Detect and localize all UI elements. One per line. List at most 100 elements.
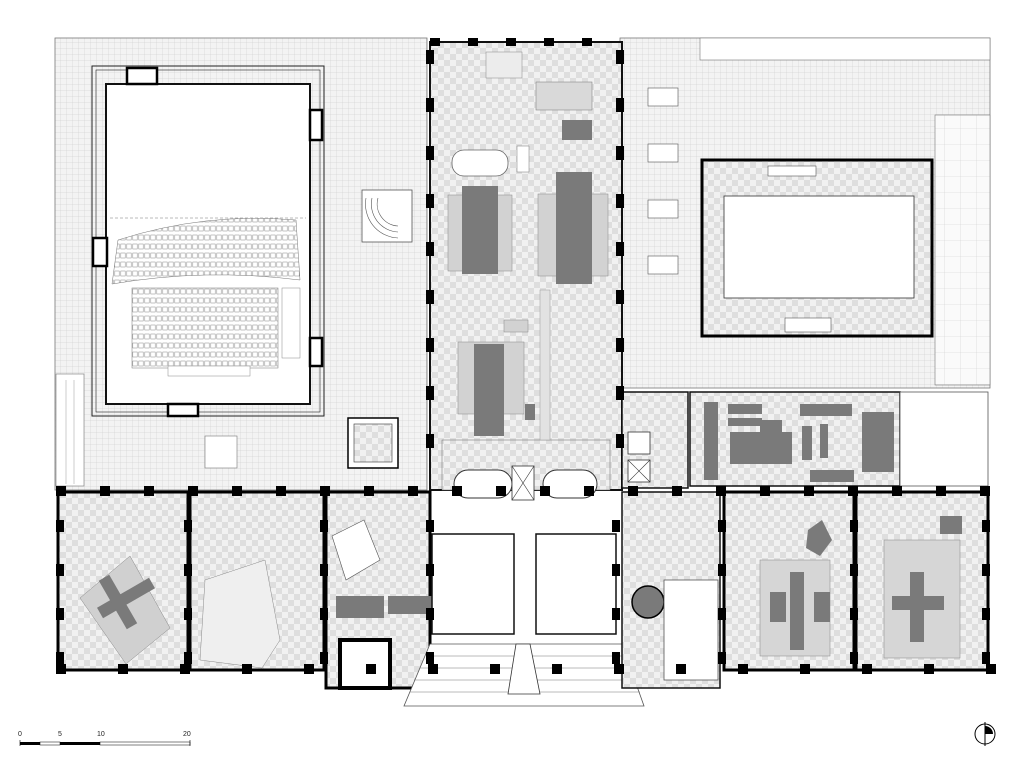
wall-pier — [616, 386, 624, 400]
light-square — [204, 435, 238, 469]
entrance-atrium — [431, 533, 617, 635]
left-ramp — [55, 373, 85, 487]
wall-pier — [430, 38, 440, 46]
service-core — [621, 391, 689, 489]
wall-pier — [180, 664, 190, 674]
scale-tick-10: 10 — [97, 731, 105, 738]
wall-pier — [982, 564, 990, 576]
wall-pier — [552, 664, 562, 674]
wall-pier — [144, 486, 154, 496]
wall-pier — [426, 290, 434, 304]
wall-pier — [320, 486, 330, 496]
wall-pier — [426, 146, 434, 160]
scale-tick-20: 20 — [183, 731, 191, 738]
wall-pier — [426, 338, 434, 352]
wall-pier — [612, 652, 620, 664]
wall-pier — [426, 194, 434, 208]
wall-pier — [980, 486, 990, 496]
wall-pier — [612, 608, 620, 620]
wall-pier — [56, 486, 66, 496]
spiral-stair — [361, 189, 413, 243]
wall-pier — [616, 194, 624, 208]
wall-pier — [428, 664, 438, 674]
wall-pier — [56, 520, 64, 532]
wall-pier — [804, 486, 814, 496]
wall-pier — [276, 486, 286, 496]
wall-pier — [184, 520, 192, 532]
wall-pier — [320, 520, 328, 532]
wall-pier — [426, 564, 434, 576]
wall-pier — [616, 146, 624, 160]
wall-pier — [584, 486, 594, 496]
wall-piers — [56, 38, 996, 674]
wall-pier — [616, 434, 624, 448]
wall-pier — [468, 38, 478, 46]
wall-pier — [118, 664, 128, 674]
wall-pier — [612, 520, 620, 532]
wall-pier — [986, 664, 996, 674]
right-gallery — [689, 391, 989, 487]
wall-pier — [184, 652, 192, 664]
wall-pier — [304, 664, 314, 674]
wall-pier — [616, 242, 624, 256]
wall-pier — [366, 664, 376, 674]
wall-pier — [408, 486, 418, 496]
wall-pier — [716, 486, 726, 496]
wall-pier — [718, 564, 726, 576]
wall-pier — [496, 486, 506, 496]
scale-tick-5: 5 — [58, 731, 62, 738]
wall-pier — [738, 664, 748, 674]
wall-pier — [582, 38, 592, 46]
wall-pier — [320, 652, 328, 664]
wall-pier — [232, 486, 242, 496]
square-pavilion — [347, 417, 399, 469]
wall-pier — [718, 652, 726, 664]
wall-pier — [616, 290, 624, 304]
courtyard-block — [700, 158, 934, 338]
entrance-steps — [403, 643, 645, 707]
wall-pier — [616, 98, 624, 112]
hall-entrance-booths — [453, 465, 598, 501]
wall-pier — [850, 652, 858, 664]
wall-pier — [614, 664, 624, 674]
wall-pier — [364, 486, 374, 496]
wall-pier — [892, 486, 902, 496]
wall-pier — [426, 608, 434, 620]
wall-pier — [982, 608, 990, 620]
wall-pier — [628, 486, 638, 496]
wall-pier — [862, 664, 872, 674]
wall-pier — [800, 664, 810, 674]
wall-pier — [848, 486, 858, 496]
wall-pier — [924, 664, 934, 674]
wall-pier — [850, 520, 858, 532]
wall-pier — [616, 338, 624, 352]
scale-tick-0: 0 — [18, 731, 22, 738]
wall-pier — [184, 564, 192, 576]
wall-pier — [676, 664, 686, 674]
wall-pier — [320, 564, 328, 576]
wall-pier — [616, 50, 624, 64]
wall-pier — [452, 486, 462, 496]
wall-pier — [56, 652, 64, 664]
wall-pier — [426, 50, 434, 64]
wall-pier — [936, 486, 946, 496]
wall-pier — [540, 486, 550, 496]
auditorium-seating — [111, 217, 301, 377]
wall-pier — [718, 520, 726, 532]
wall-pier — [850, 564, 858, 576]
window-bays — [647, 87, 679, 275]
wall-pier — [100, 486, 110, 496]
lower-stair-room — [324, 490, 444, 690]
wall-pier — [672, 486, 682, 496]
wall-pier — [426, 386, 434, 400]
wall-pier — [56, 564, 64, 576]
wall-pier — [426, 98, 434, 112]
wall-pier — [426, 242, 434, 256]
wall-pier — [850, 608, 858, 620]
wall-pier — [184, 608, 192, 620]
wall-pier — [320, 608, 328, 620]
wall-pier — [56, 664, 66, 674]
wall-pier — [544, 38, 554, 46]
rotunda-room — [621, 491, 721, 689]
